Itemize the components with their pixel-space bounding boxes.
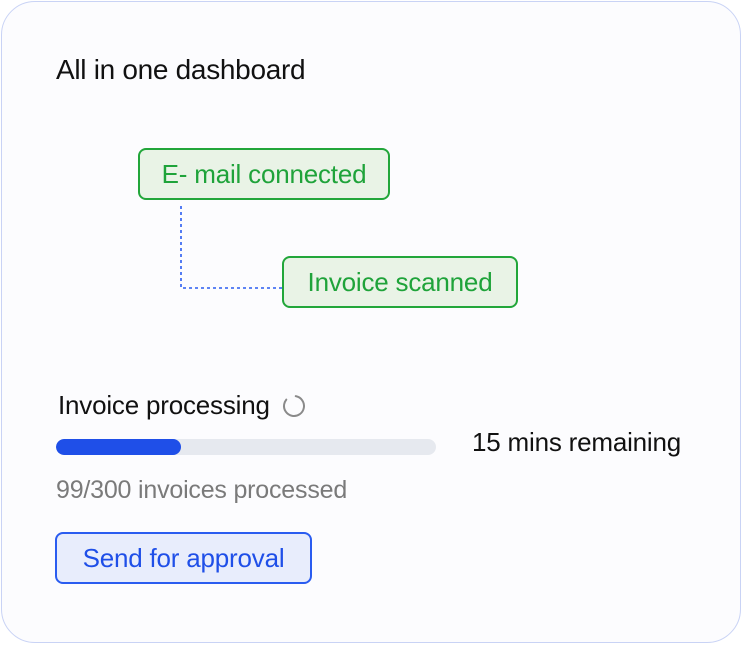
invoices-processed-count: 99/300 invoices processed <box>56 476 348 504</box>
time-remaining-text: 15 mins remaining <box>472 427 682 457</box>
invoice-progress-fill <box>56 439 182 455</box>
invoice-processing-header: Invoice processing <box>58 390 306 421</box>
email-connected-badge: E- mail connected <box>138 148 390 200</box>
send-for-approval-button[interactable]: Send for approval <box>55 532 312 584</box>
invoice-scanned-badge: Invoice scanned <box>282 256 518 308</box>
card-title: All in one dashboard <box>56 54 306 85</box>
invoice-processing-label: Invoice processing <box>58 390 270 420</box>
email-connected-label: E- mail connected <box>161 158 367 189</box>
invoice-progress-bar <box>56 439 436 455</box>
loading-spinner-icon <box>282 394 305 417</box>
invoice-scanned-label: Invoice scanned <box>307 266 493 297</box>
